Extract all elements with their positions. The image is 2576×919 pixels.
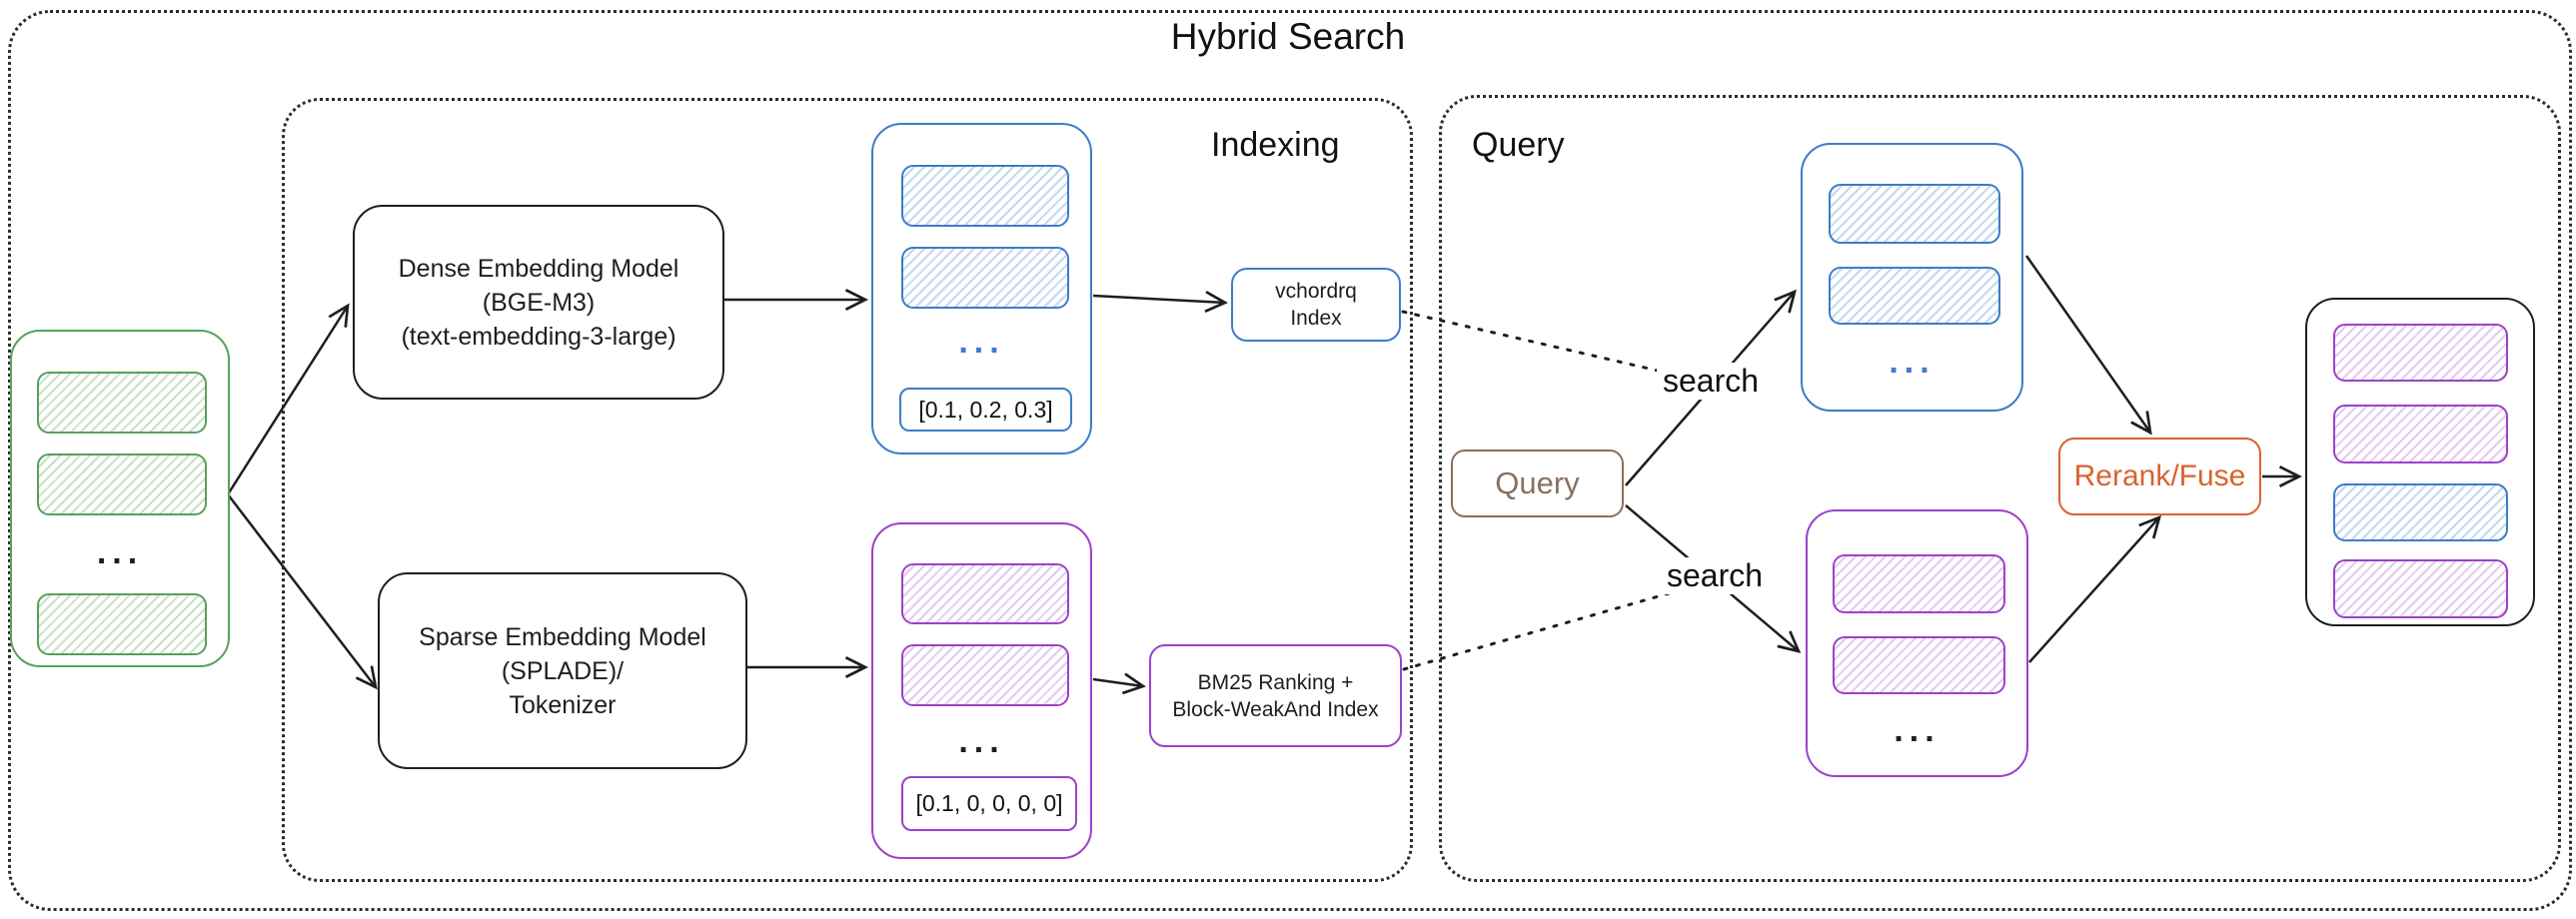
query-dense-results-stack: ... bbox=[1801, 143, 2023, 412]
sparse-vector-chip bbox=[901, 563, 1069, 624]
documents-ellipsis: ... bbox=[96, 533, 144, 571]
fused-result-chip-sparse bbox=[2333, 324, 2508, 382]
vchordrq-index-box: vchordrq Index bbox=[1231, 268, 1401, 342]
document-chip bbox=[37, 454, 207, 515]
dense-vector-values: [0.1, 0.2, 0.3] bbox=[899, 388, 1072, 432]
fused-result-chip-sparse bbox=[2333, 405, 2508, 463]
sparse-model-line: (SPLADE)/ bbox=[501, 656, 625, 685]
hybrid-search-frame bbox=[8, 10, 2572, 911]
vchordrq-index-line: vchordrq bbox=[1275, 280, 1357, 303]
query-section-label: Query bbox=[1472, 126, 1565, 164]
bm25-index-box: BM25 Ranking + Block-WeakAnd Index bbox=[1149, 644, 1402, 747]
fused-results-stack bbox=[2305, 298, 2535, 626]
sparse-embedding-model-box: Sparse Embedding Model (SPLADE)/ Tokeniz… bbox=[378, 572, 747, 769]
search-label-sparse: search bbox=[1661, 557, 1770, 594]
document-chip bbox=[37, 593, 207, 655]
bm25-index-line: BM25 Ranking + bbox=[1197, 670, 1354, 694]
sparse-vectors-stack: ... [0.1, 0, 0, 0, 0] bbox=[871, 522, 1092, 859]
dense-result-chip bbox=[1829, 267, 2000, 325]
bm25-index-line: Block-WeakAnd Index bbox=[1172, 697, 1379, 721]
query-sparse-ellipsis: ... bbox=[1894, 711, 1940, 749]
query-sparse-results-stack: ... bbox=[1806, 509, 2028, 777]
search-label-dense: search bbox=[1657, 363, 1766, 400]
vchordrq-index-line: Index bbox=[1290, 307, 1342, 330]
dense-vectors-ellipsis: ... bbox=[958, 323, 1005, 361]
dense-model-line: (BGE-M3) bbox=[482, 288, 596, 317]
query-input-box: Query bbox=[1451, 450, 1624, 517]
dense-model-line: (text-embedding-3-large) bbox=[401, 322, 676, 351]
sparse-result-chip bbox=[1833, 636, 2005, 694]
query-section-frame bbox=[1439, 95, 2561, 882]
sparse-result-chip bbox=[1833, 554, 2005, 613]
dense-vectors-stack: ... [0.1, 0.2, 0.3] bbox=[871, 123, 1092, 455]
documents-stack: ... bbox=[10, 330, 230, 667]
document-chip bbox=[37, 372, 207, 434]
query-dense-ellipsis: ... bbox=[1889, 343, 1935, 381]
sparse-vectors-ellipsis: ... bbox=[958, 722, 1005, 760]
dense-vector-chip bbox=[901, 247, 1069, 309]
dense-embedding-model-box: Dense Embedding Model (BGE-M3) (text-emb… bbox=[353, 205, 724, 400]
sparse-model-line: Tokenizer bbox=[509, 690, 617, 719]
indexing-section-label: Indexing bbox=[1211, 126, 1340, 164]
dense-model-line: Dense Embedding Model bbox=[398, 254, 679, 283]
dense-vector-chip bbox=[901, 165, 1069, 227]
diagram-title: Hybrid Search bbox=[1170, 16, 1406, 57]
sparse-model-line: Sparse Embedding Model bbox=[419, 622, 706, 651]
fused-result-chip-dense bbox=[2333, 483, 2508, 541]
dense-result-chip bbox=[1829, 184, 2000, 244]
sparse-vector-chip bbox=[901, 644, 1069, 706]
fused-result-chip-sparse bbox=[2333, 559, 2508, 618]
rerank-fuse-box: Rerank/Fuse bbox=[2058, 438, 2261, 515]
sparse-vector-values: [0.1, 0, 0, 0, 0] bbox=[901, 776, 1077, 831]
